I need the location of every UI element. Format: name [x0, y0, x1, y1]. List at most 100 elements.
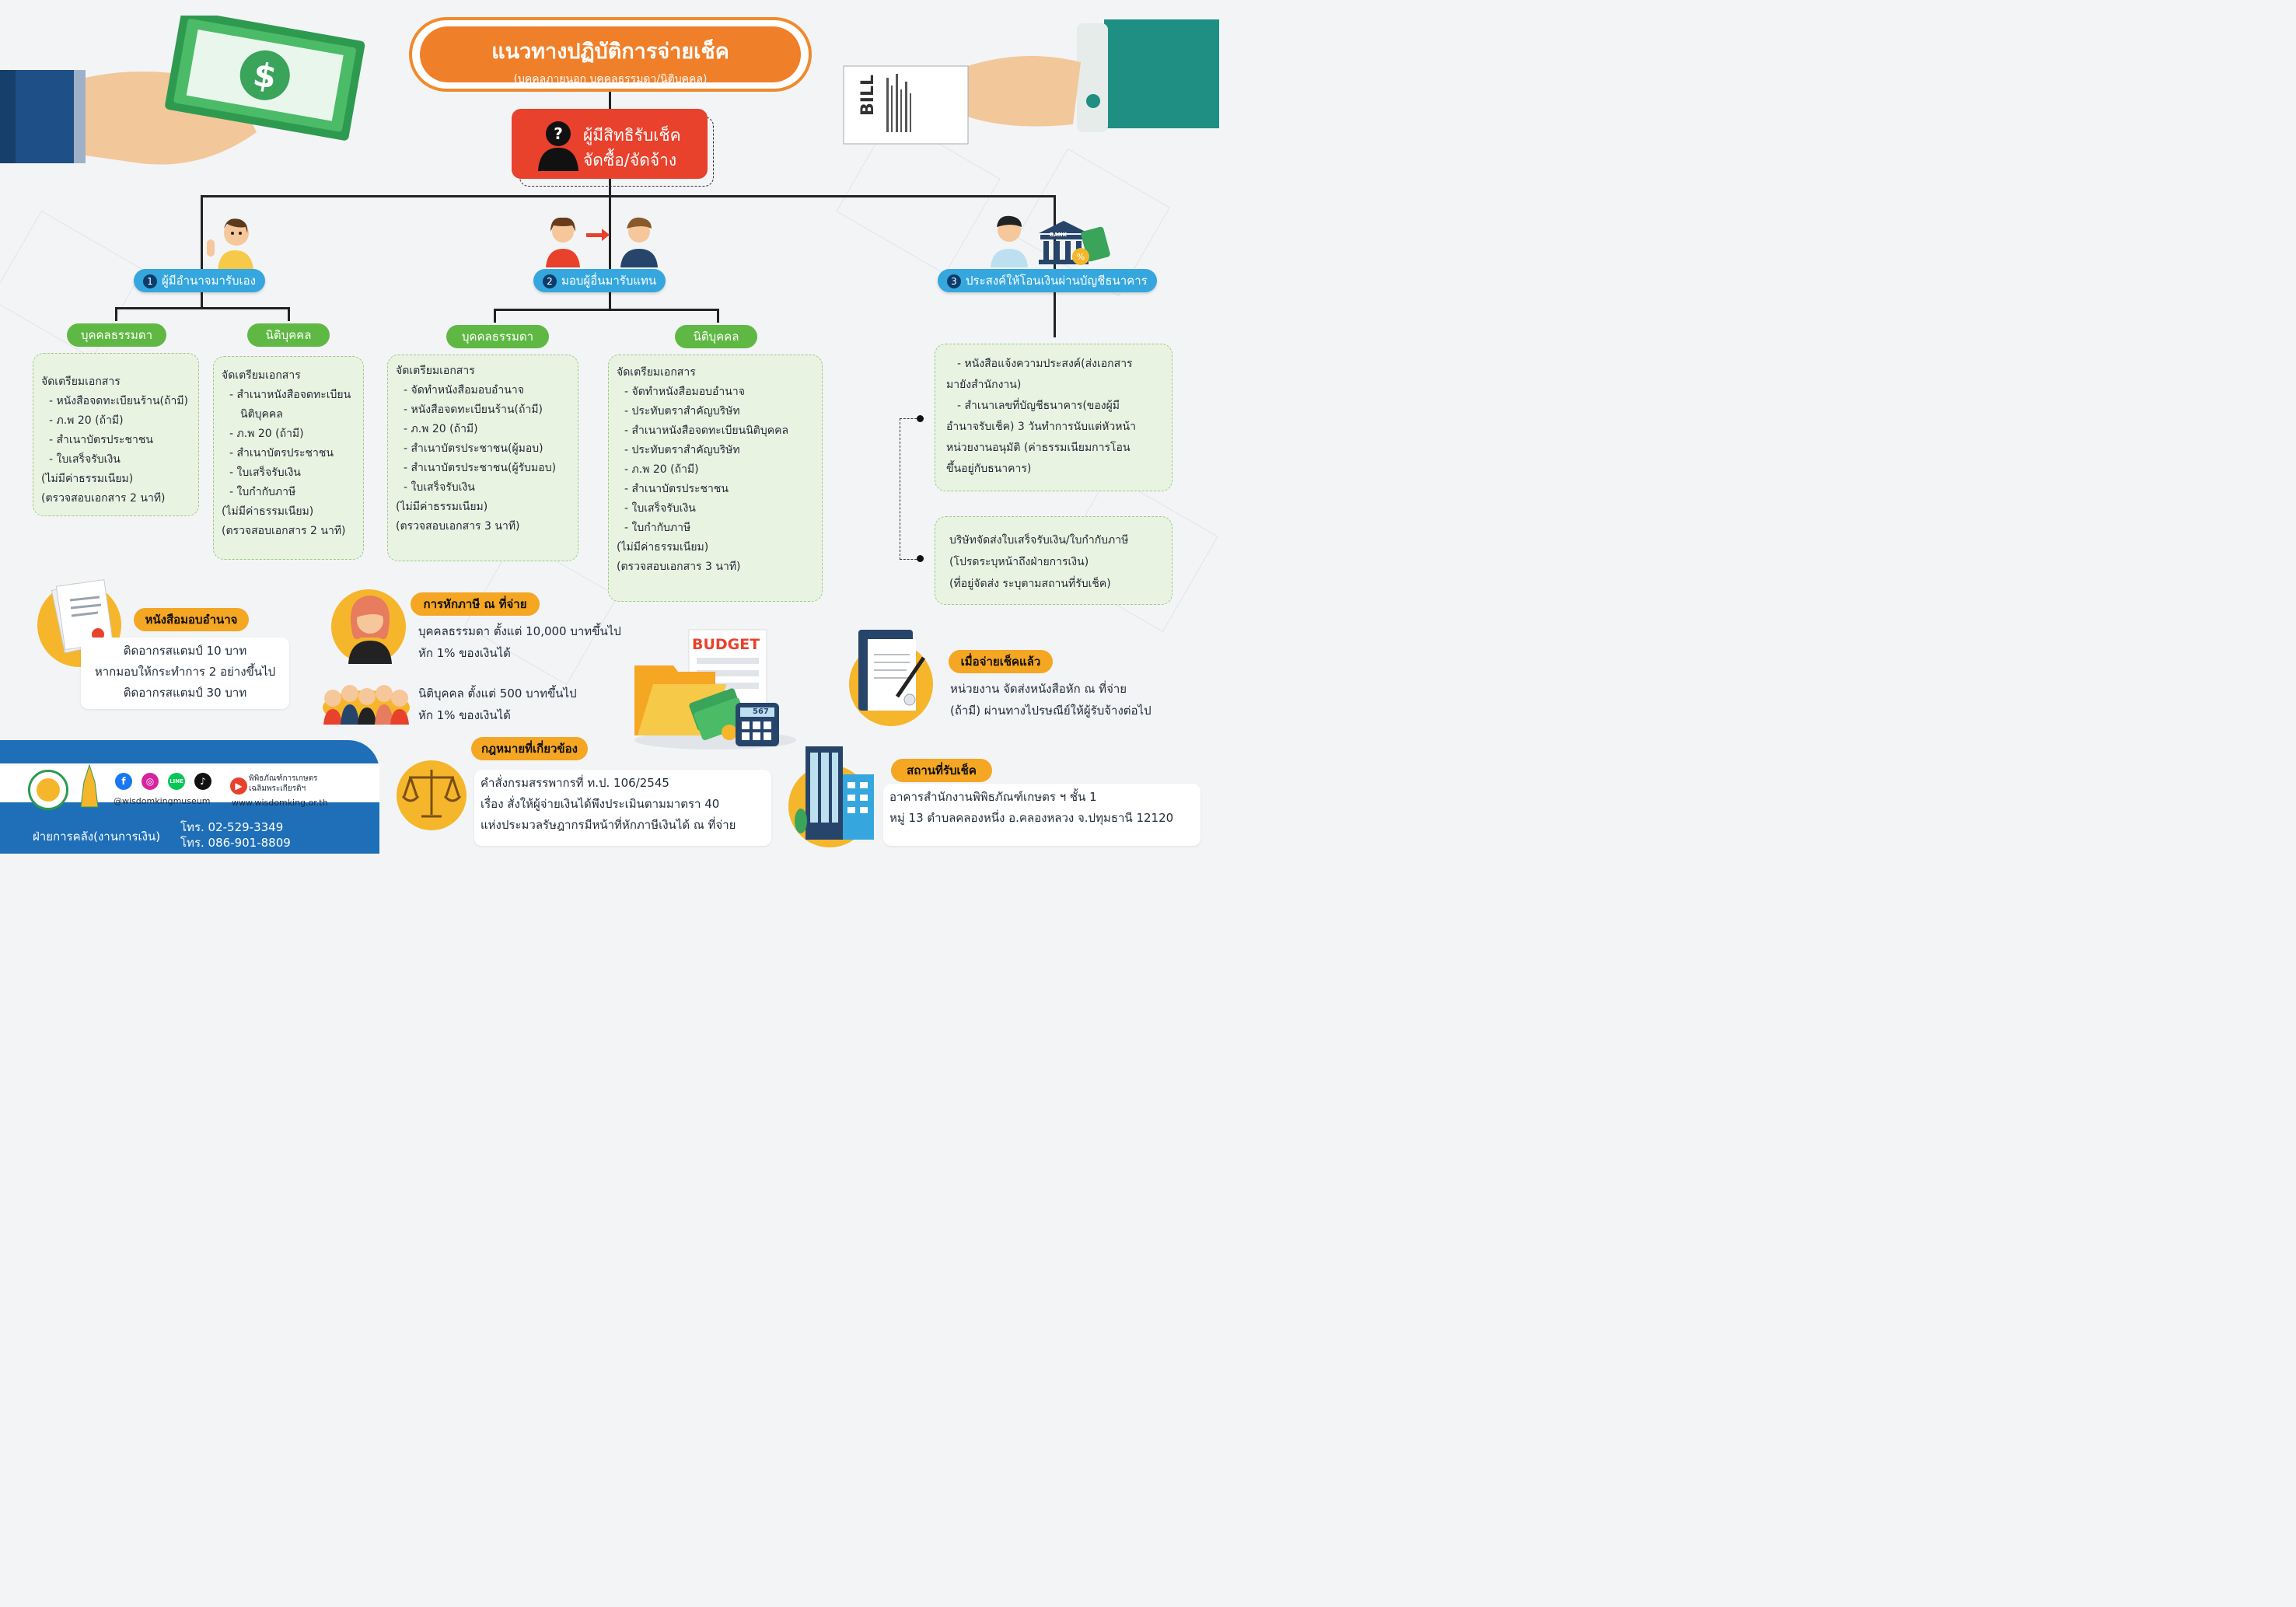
calculator-display: 567 — [753, 707, 769, 716]
pickup-location-title: สถานที่รับเช็ค — [891, 759, 992, 782]
instagram-icon[interactable]: ◎ — [142, 773, 159, 790]
withholding-juristic-text: นิติบุคคล ตั้งแต่ 500 บาทขึ้นไป หัก 1% ข… — [418, 683, 577, 726]
card-line: - สำเนาเลขที่บัญชีธนาคาร(ของผู้มี — [957, 400, 1120, 412]
contract-signing-icon — [858, 630, 926, 711]
budget-illustration — [634, 629, 796, 749]
card-item: - ภ.พ 20 (ถ้ามี) — [229, 428, 304, 440]
card-item: - ใบกำกับภาษี — [624, 522, 691, 534]
budget-label: BUDGET — [692, 636, 760, 653]
connector — [609, 92, 611, 294]
group-person-pill: บุคคลธรรมดา — [67, 323, 166, 347]
connector-dot — [917, 415, 924, 422]
museum-name-line1: พิพิธภัณฑ์การเกษตร — [249, 774, 318, 783]
scales-icon — [401, 770, 462, 818]
option-3-number: 3 — [947, 274, 961, 288]
bank-label: BANK — [1050, 232, 1068, 238]
card-line: ขึ้นอยู่กับธนาคาร) — [946, 463, 1032, 475]
connector-dashed — [900, 418, 921, 560]
title-banner: แนวทางปฏิบัติการจ่ายเช็ค (บุคคลภายนอก บุ… — [409, 17, 812, 92]
withholding-line: หัก 1% ของเงินได้ — [418, 646, 511, 660]
after-payment-title: เมื่อจ่ายเช็คแล้ว — [949, 650, 1053, 673]
withholding-person-text: บุคคลธรรมดา ตั้งแต่ 10,000 บาทขึ้นไป หัก… — [418, 620, 621, 664]
card-heading: จัดเตรียมเอกสาร — [41, 376, 121, 388]
connector — [1054, 292, 1056, 337]
withholding-line: นิติบุคคล ตั้งแต่ 500 บาทขึ้นไป — [418, 686, 577, 700]
card-note: (ตรวจสอบเอกสาร 2 นาที) — [222, 525, 346, 537]
question-person-icon: ? — [538, 121, 578, 171]
connector — [201, 292, 203, 308]
woman-avatar — [348, 596, 392, 664]
card-heading: จัดเตรียมเอกสาร — [222, 369, 301, 382]
svg-text:?: ? — [554, 124, 563, 143]
card-line: บริษัทจัดส่งใบเสร็จรับเงิน/ใบกำกับภาษี — [949, 534, 1129, 547]
option-1-number: 1 — [143, 274, 157, 288]
building-icon — [795, 746, 874, 840]
website-link[interactable]: www.wisdomking.or.th — [232, 798, 328, 808]
page-title: แนวทางปฏิบัติการจ่ายเช็ค — [491, 40, 729, 64]
hand-bill-illustration: BILL — [840, 16, 1219, 163]
poa-line: ติดอากรสแตมป์ 30 บาท — [123, 686, 247, 700]
after-payment-line: หน่วยงาน จัดส่งหนังสือหัก ณ ที่จ่าย — [950, 682, 1127, 696]
withholding-line: หัก 1% ของเงินได้ — [418, 708, 511, 722]
recipient-line1: ผู้มีสิทธิรับเช็ค — [583, 126, 681, 145]
footer: f ◎ LINE ♪ @wisdomkingmuseum ▶ พิพิธภัณฑ… — [0, 740, 379, 854]
law-line: แห่งประมวลรัษฎากรมีหน้าที่หักภาษีเงินได้… — [481, 818, 736, 832]
card-note: (ตรวจสอบเอกสาร 3 นาที) — [617, 561, 741, 573]
museum-name-line2: เฉลิมพระเกียรติฯ — [249, 784, 306, 793]
connector — [609, 292, 611, 309]
pickup-line: หมู่ 13 ตำบลคลองหนึ่ง อ.คลองหลวง จ.ปทุมธ… — [889, 811, 1174, 825]
withholding-line: บุคคลธรรมดา ตั้งแต่ 10,000 บาทขึ้นไป — [418, 624, 621, 638]
card-line: อำนาจรับเช็ค) 3 วันทำการนับแต่หัวหน้า — [946, 421, 1136, 433]
card-line: มายังสำนักงาน) — [946, 379, 1022, 391]
card-item: - ภ.พ 20 (ถ้ามี) — [49, 414, 124, 427]
card-item: - ใบเสร็จรับเงิน — [49, 453, 121, 466]
tiktok-icon[interactable]: ♪ — [194, 773, 211, 790]
card-note: (ตรวจสอบเอกสาร 2 นาที) — [41, 492, 166, 505]
card-note: (ไม่มีค่าธรรมเนียม) — [222, 505, 314, 518]
connector — [115, 307, 117, 321]
card-item: - ใบเสร็จรับเงิน — [624, 502, 696, 515]
card-item: - ภ.พ 20 (ถ้ามี) — [624, 463, 699, 476]
card-line: หน่วยงานอนุมัติ (ค่าธรรมเนียมการโอน — [946, 442, 1131, 454]
card-item: - ใบเสร็จรับเงิน — [404, 481, 475, 494]
card-heading: จัดเตรียมเอกสาร — [617, 366, 696, 379]
social-handle[interactable]: @wisdomkingmuseum — [114, 796, 211, 806]
law-title: กฎหมายที่เกี่ยวข้อง — [471, 737, 588, 760]
card-item: - หนังสือจดทะเบียนร้าน(ถ้ามี) — [49, 395, 189, 407]
youtube-icon[interactable]: ▶ — [230, 777, 247, 795]
connector — [201, 195, 203, 270]
bank-illustration: % — [991, 215, 1110, 267]
card-item: - สำเนาบัตรประชาชน(ผู้รับมอบ) — [404, 462, 557, 474]
poa-line: หากมอบให้กระทำการ 2 อย่างขึ้นไป — [94, 665, 276, 679]
page-subtitle: (บุคคลภายนอก บุคคลธรรมดา/นิติบุคคล) — [513, 73, 708, 86]
facebook-icon[interactable]: f — [115, 773, 132, 790]
card-item: - สำเนาหนังสือจดทะเบียน — [229, 389, 351, 401]
recipient-line2: จัดซื้อ/จัดจ้าง — [583, 151, 677, 169]
card-item: - ประทับตราสำคัญบริษัท — [624, 405, 740, 417]
museum-seal-logo — [28, 770, 68, 810]
handover-illustration — [546, 217, 658, 267]
law-line: เรื่อง สั่งให้ผู้จ่ายเงินได้พึงประเมินตา… — [481, 797, 720, 811]
card-item: - สำเนาบัตรประชาชน — [624, 483, 729, 495]
person-waving-illustration — [207, 218, 253, 271]
documents-card-o2-person: จัดเตรียมเอกสาร - จัดทำหนังสือมอบอำนาจ -… — [387, 355, 578, 561]
documents-card-o2-juristic: จัดเตรียมเอกสาร - จัดทำหนังสือมอบอำนาจ -… — [608, 355, 823, 602]
connector — [494, 309, 719, 311]
connector — [494, 309, 496, 323]
card-item: - สำเนาหนังสือจดทะเบียนนิติบุคคล — [624, 424, 789, 437]
option-2-number: 2 — [543, 274, 557, 288]
card-note: (ไม่มีค่าธรรมเนียม) — [396, 501, 488, 513]
card-note: (ไม่มีค่าธรรมเนียม) — [617, 541, 709, 554]
law-line: คำสั่งกรมสรรพากรที่ ท.ป. 106/2545 — [481, 776, 669, 790]
card-note: (ไม่มีค่าธรรมเนียม) — [41, 473, 134, 485]
power-of-attorney-title: หนังสือมอบอำนาจ — [134, 608, 249, 631]
line-icon[interactable]: LINE — [168, 773, 185, 790]
card-item: - จัดทำหนังสือมอบอำนาจ — [624, 386, 745, 398]
pickup-line: อาคารสำนักงานพิพิธภัณฑ์เกษตร ฯ ชั้น 1 — [889, 790, 1097, 804]
card-item: - ประทับตราสำคัญบริษัท — [624, 444, 740, 456]
law-box: คำสั่งกรมสรรพากรที่ ท.ป. 106/2545 เรื่อง… — [474, 770, 771, 846]
card-line: - หนังสือแจ้งความประสงค์(ส่งเอกสาร — [957, 358, 1133, 370]
poa-line: ติดอากรสแตมป์ 10 บาท — [123, 644, 247, 658]
